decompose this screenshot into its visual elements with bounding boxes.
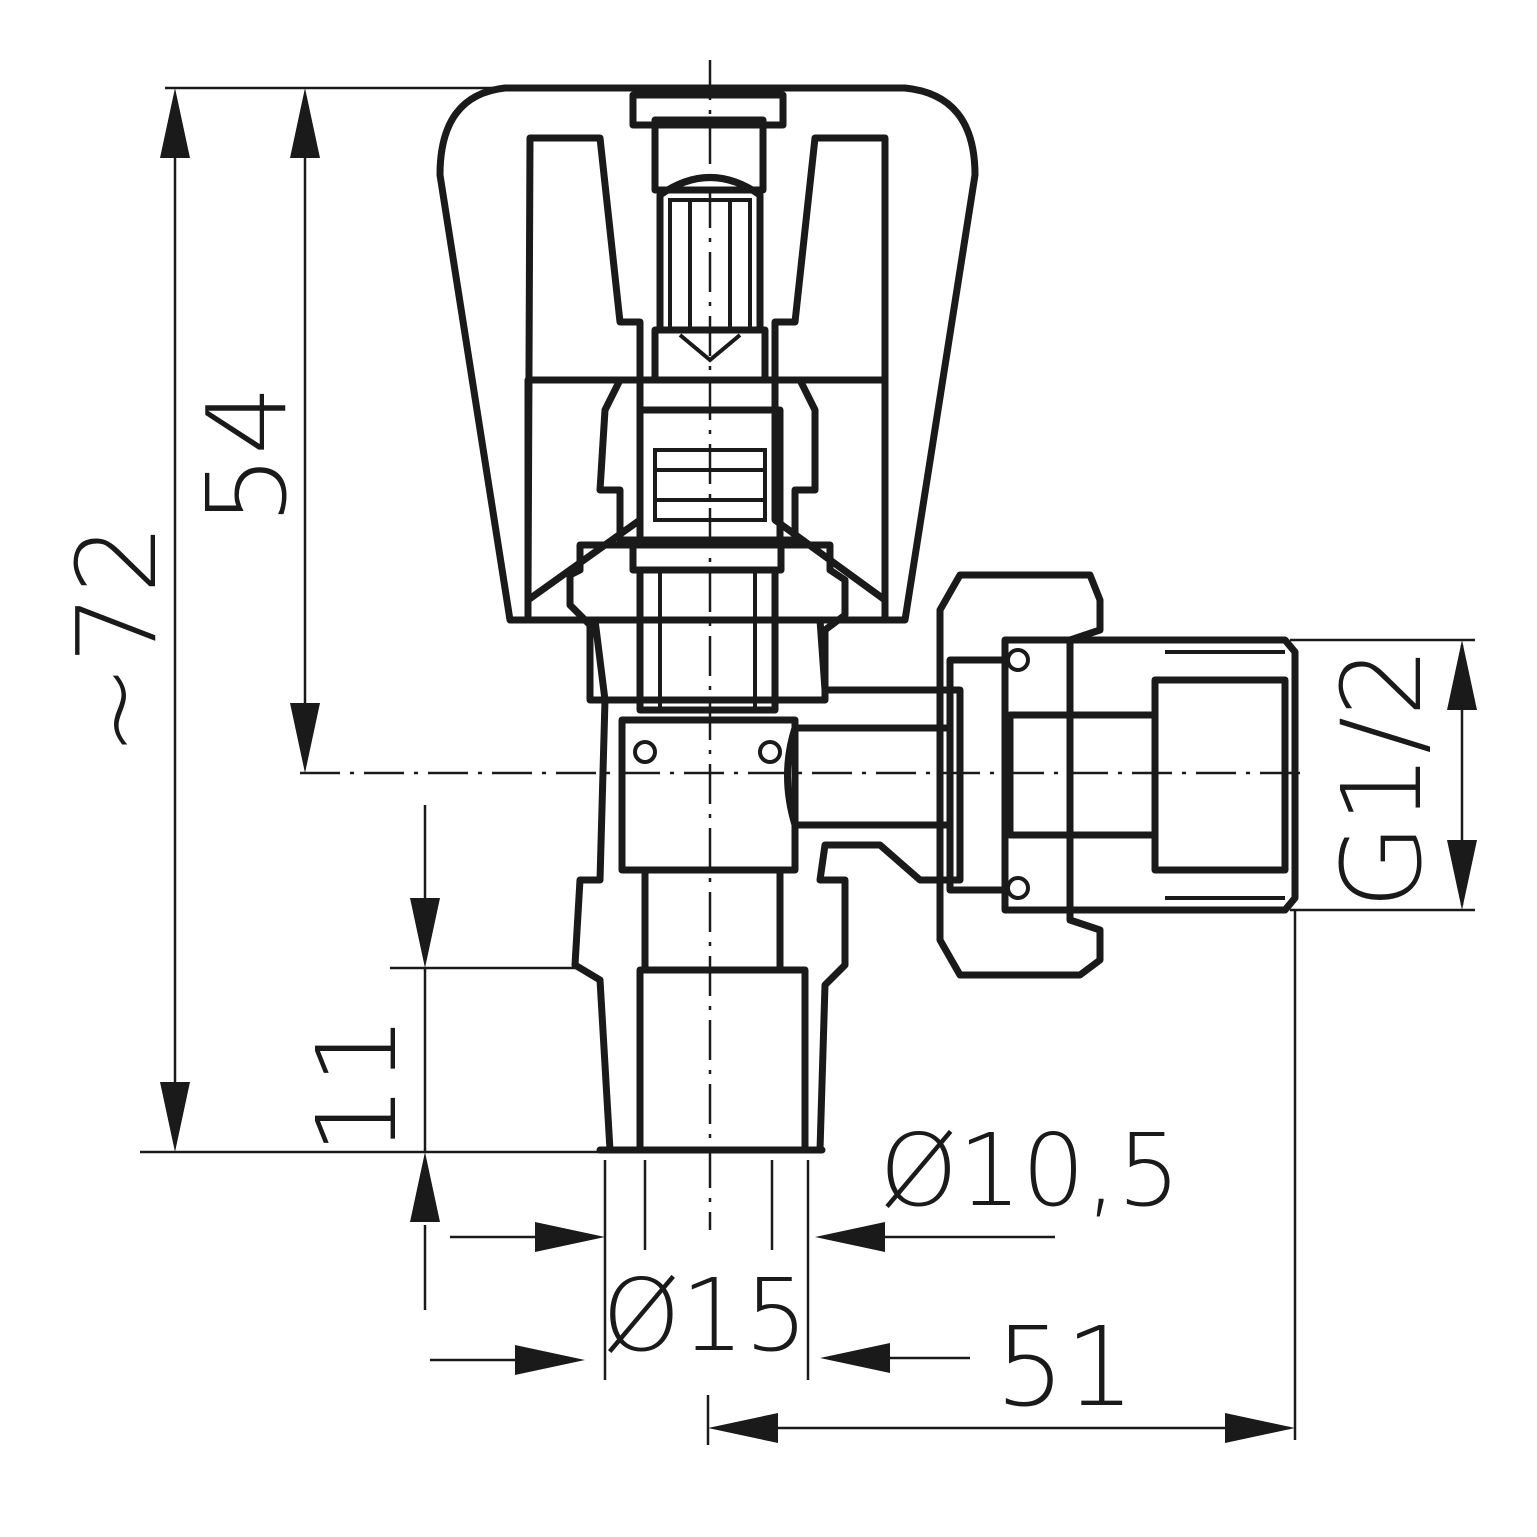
dim-horizontal-reach: 51 xyxy=(995,1303,1135,1431)
union-connector xyxy=(936,571,1299,979)
dim-handle-to-axis: 54 xyxy=(183,385,311,525)
dim-side-thread: G1/2 xyxy=(1318,647,1446,909)
dim-inner-diameter: Ø10,5 xyxy=(879,1112,1180,1229)
valve-body xyxy=(571,616,964,1154)
dim-outer-diameter: Ø15 xyxy=(602,1257,808,1374)
dim-overall-height: ~72 xyxy=(53,524,181,756)
dimension-lines xyxy=(140,86,1477,1445)
dim-thread-length: 11 xyxy=(293,1015,421,1155)
center-lines xyxy=(300,60,1310,1230)
